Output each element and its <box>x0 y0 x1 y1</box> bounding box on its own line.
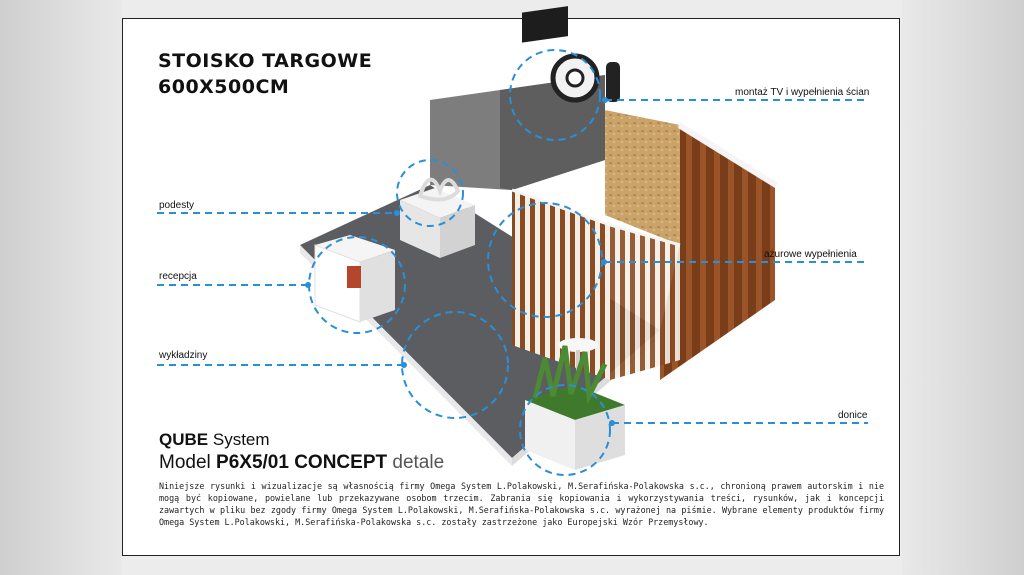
slatted-wall-side <box>610 225 680 380</box>
model-name: Model P6X5/01 CONCEPT detale <box>159 452 444 474</box>
callout-circle-donice <box>519 384 611 476</box>
callout-circle-podesty <box>396 159 464 227</box>
label-recepcja: recepcja <box>159 271 197 282</box>
model-suffix: detale <box>392 452 445 473</box>
leader-dot-azurowe <box>601 259 607 265</box>
slatted-wall-front <box>512 190 610 380</box>
label-azurowe-wypelnienia: ażurowe wypełnienia <box>764 249 857 260</box>
podium-side <box>440 205 475 258</box>
plants <box>532 345 608 405</box>
callout-circle-tv <box>509 49 601 141</box>
sculpture <box>417 177 461 202</box>
model-prefix: Model <box>159 452 211 473</box>
back-wall-osb <box>605 110 680 245</box>
system-name: QUBE System <box>159 430 270 450</box>
leader-dot-tv <box>602 97 608 103</box>
title-line-1: STOISKO TARGOWE <box>158 50 373 72</box>
title-line-2: 600X500CM <box>158 76 290 98</box>
label-podesty: podesty <box>159 200 195 211</box>
leader-dot-donice <box>609 420 615 426</box>
right-wall-top <box>678 122 778 188</box>
model-code: P6X5/01 CONCEPT <box>216 452 388 473</box>
label-donice: donice <box>838 410 868 421</box>
callout-circle-wykladziny <box>401 311 509 419</box>
background-left <box>0 0 122 575</box>
leader-dot-recepcja <box>305 282 311 288</box>
label-montaz-tv: montaż TV i wypełnienia ścian <box>735 87 870 98</box>
back-wall-dark-panel <box>500 75 605 190</box>
background-right <box>902 0 1024 575</box>
label-wykladziny: wykładziny <box>159 350 208 361</box>
reception-top <box>315 235 395 262</box>
system-brand: QUBE <box>159 430 209 449</box>
reception-side <box>360 250 395 322</box>
podium-front <box>400 200 440 258</box>
tv-screen <box>522 6 568 43</box>
leader-dot-wykladziny <box>401 362 407 368</box>
right-wall-wood <box>660 125 775 380</box>
table-top <box>558 338 598 352</box>
system-label: System <box>212 430 270 449</box>
logo-sign-bar <box>606 62 620 102</box>
copyright-disclaimer: Niniejsze rysunki i wizualizacje są włas… <box>159 481 884 527</box>
leader-dot-podesty <box>394 210 400 216</box>
planter-front <box>525 400 575 470</box>
reception-logo-panel <box>347 266 361 288</box>
page-title: STOISKO TARGOWE 600X500CM <box>158 48 372 100</box>
